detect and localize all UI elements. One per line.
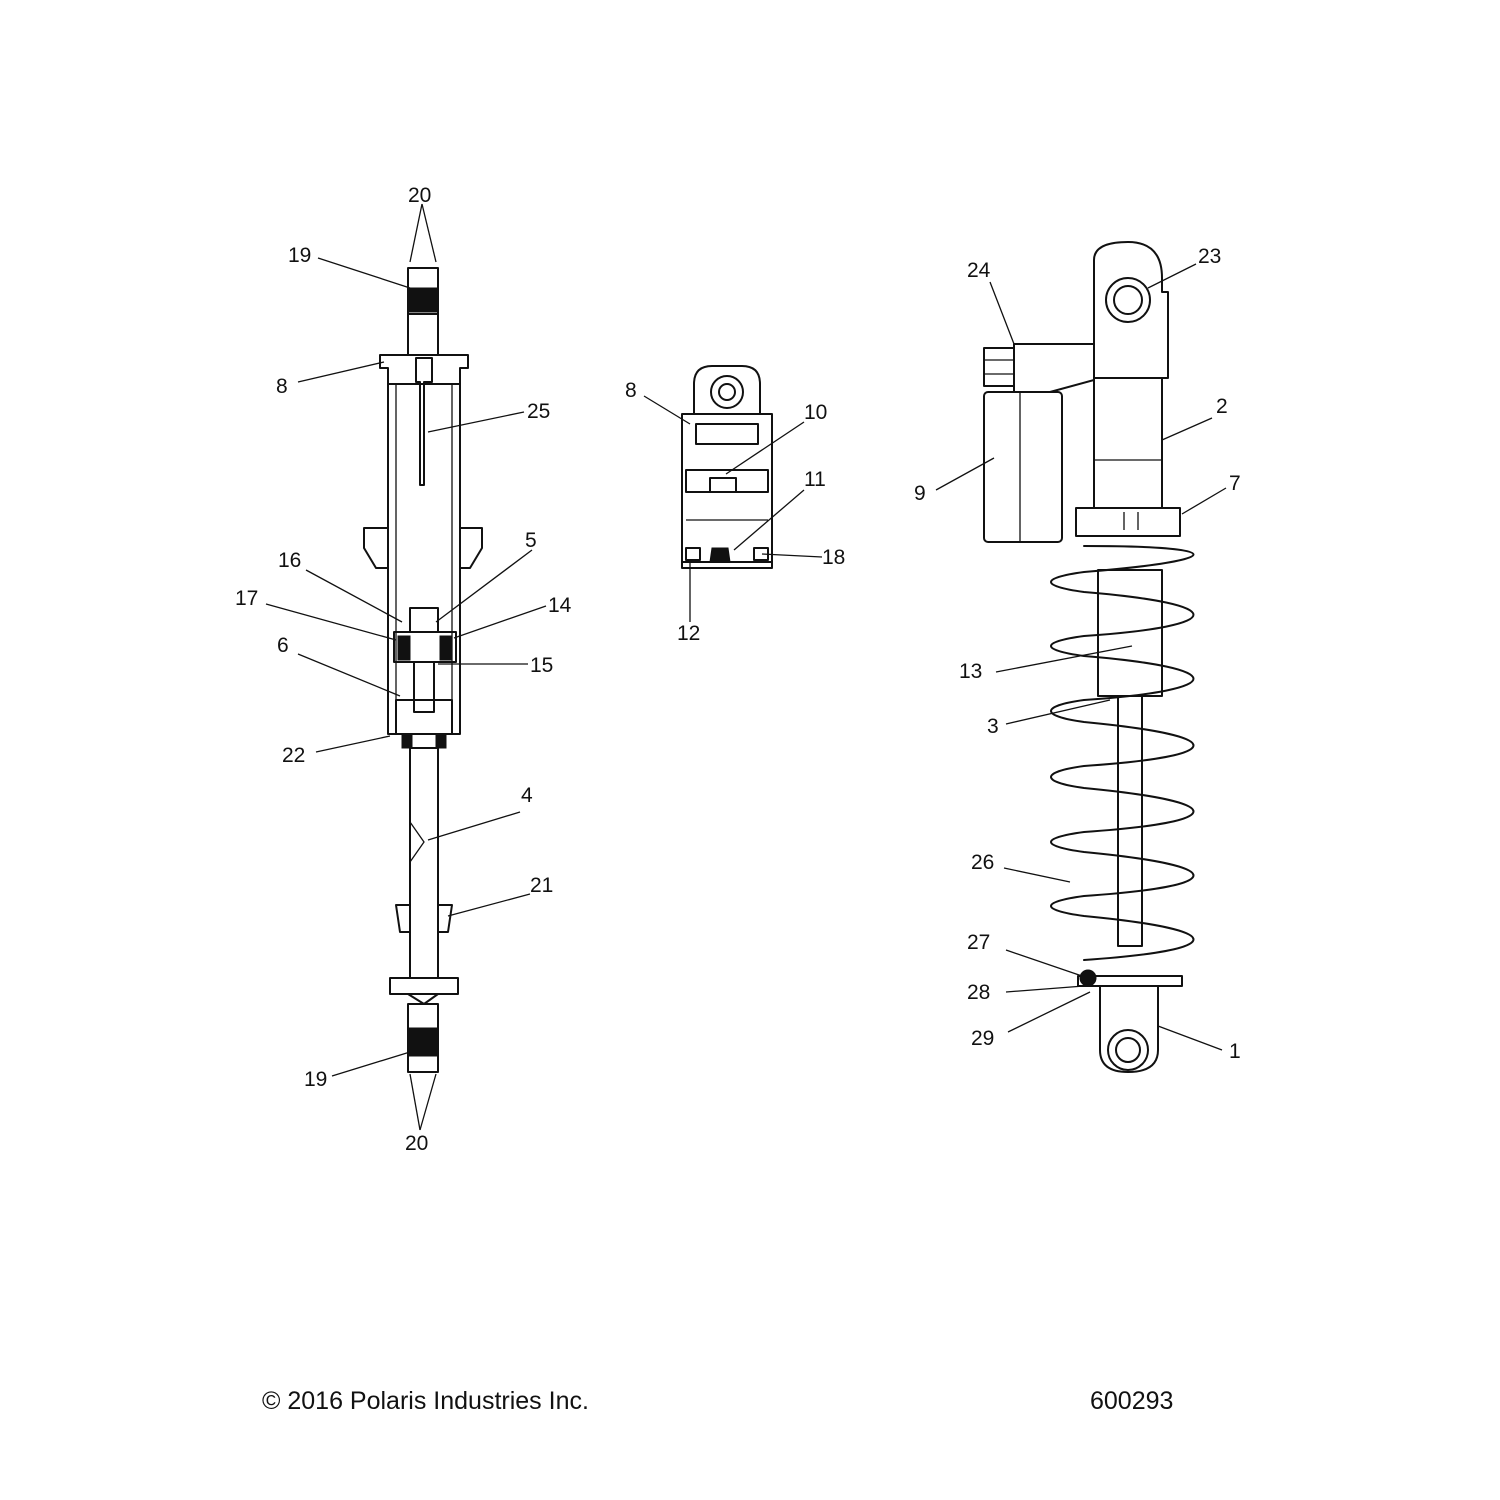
callout-25: 25 [527, 400, 550, 423]
callout-19b: 19 [304, 1068, 327, 1091]
callout-18: 18 [822, 546, 845, 569]
callout-10: 10 [804, 401, 827, 424]
callout-labels: 20 19 8 25 16 5 17 14 6 15 22 4 21 19 20… [235, 184, 1241, 1155]
callout-20b: 20 [405, 1132, 428, 1155]
callout-6: 6 [277, 634, 289, 657]
callout-22: 22 [282, 744, 305, 767]
callout-3: 3 [987, 715, 999, 738]
figure-number: 600293 [1090, 1387, 1174, 1415]
callout-28: 28 [967, 981, 990, 1004]
callout-8b: 8 [625, 379, 637, 402]
callout-24: 24 [967, 259, 991, 282]
callout-26: 26 [971, 851, 994, 874]
callout-17: 17 [235, 587, 258, 610]
callout-11: 11 [804, 468, 826, 491]
callout-1: 1 [1229, 1040, 1241, 1063]
reservoir-cross-section [681, 365, 773, 569]
callout-20: 20 [408, 184, 431, 207]
callout-8: 8 [276, 375, 288, 398]
leader-lines [265, 203, 1227, 1131]
callout-12: 12 [677, 622, 700, 645]
callout-29: 29 [971, 1027, 994, 1050]
callout-5: 5 [525, 529, 537, 552]
callout-21: 21 [530, 874, 553, 897]
callout-16: 16 [278, 549, 301, 572]
callout-14: 14 [548, 594, 572, 617]
callout-23: 23 [1198, 245, 1221, 268]
callout-13: 13 [959, 660, 982, 683]
copyright-text: © 2016 Polaris Industries Inc. [262, 1387, 589, 1415]
callout-15: 15 [530, 654, 553, 677]
callout-4: 4 [521, 784, 533, 807]
callout-27: 27 [967, 931, 990, 954]
callout-19: 19 [288, 244, 311, 267]
callout-2: 2 [1216, 395, 1228, 418]
shock-cross-section [363, 267, 483, 1073]
callout-9: 9 [914, 482, 926, 505]
callout-7: 7 [1229, 472, 1241, 495]
shock-assembly [983, 241, 1195, 1073]
